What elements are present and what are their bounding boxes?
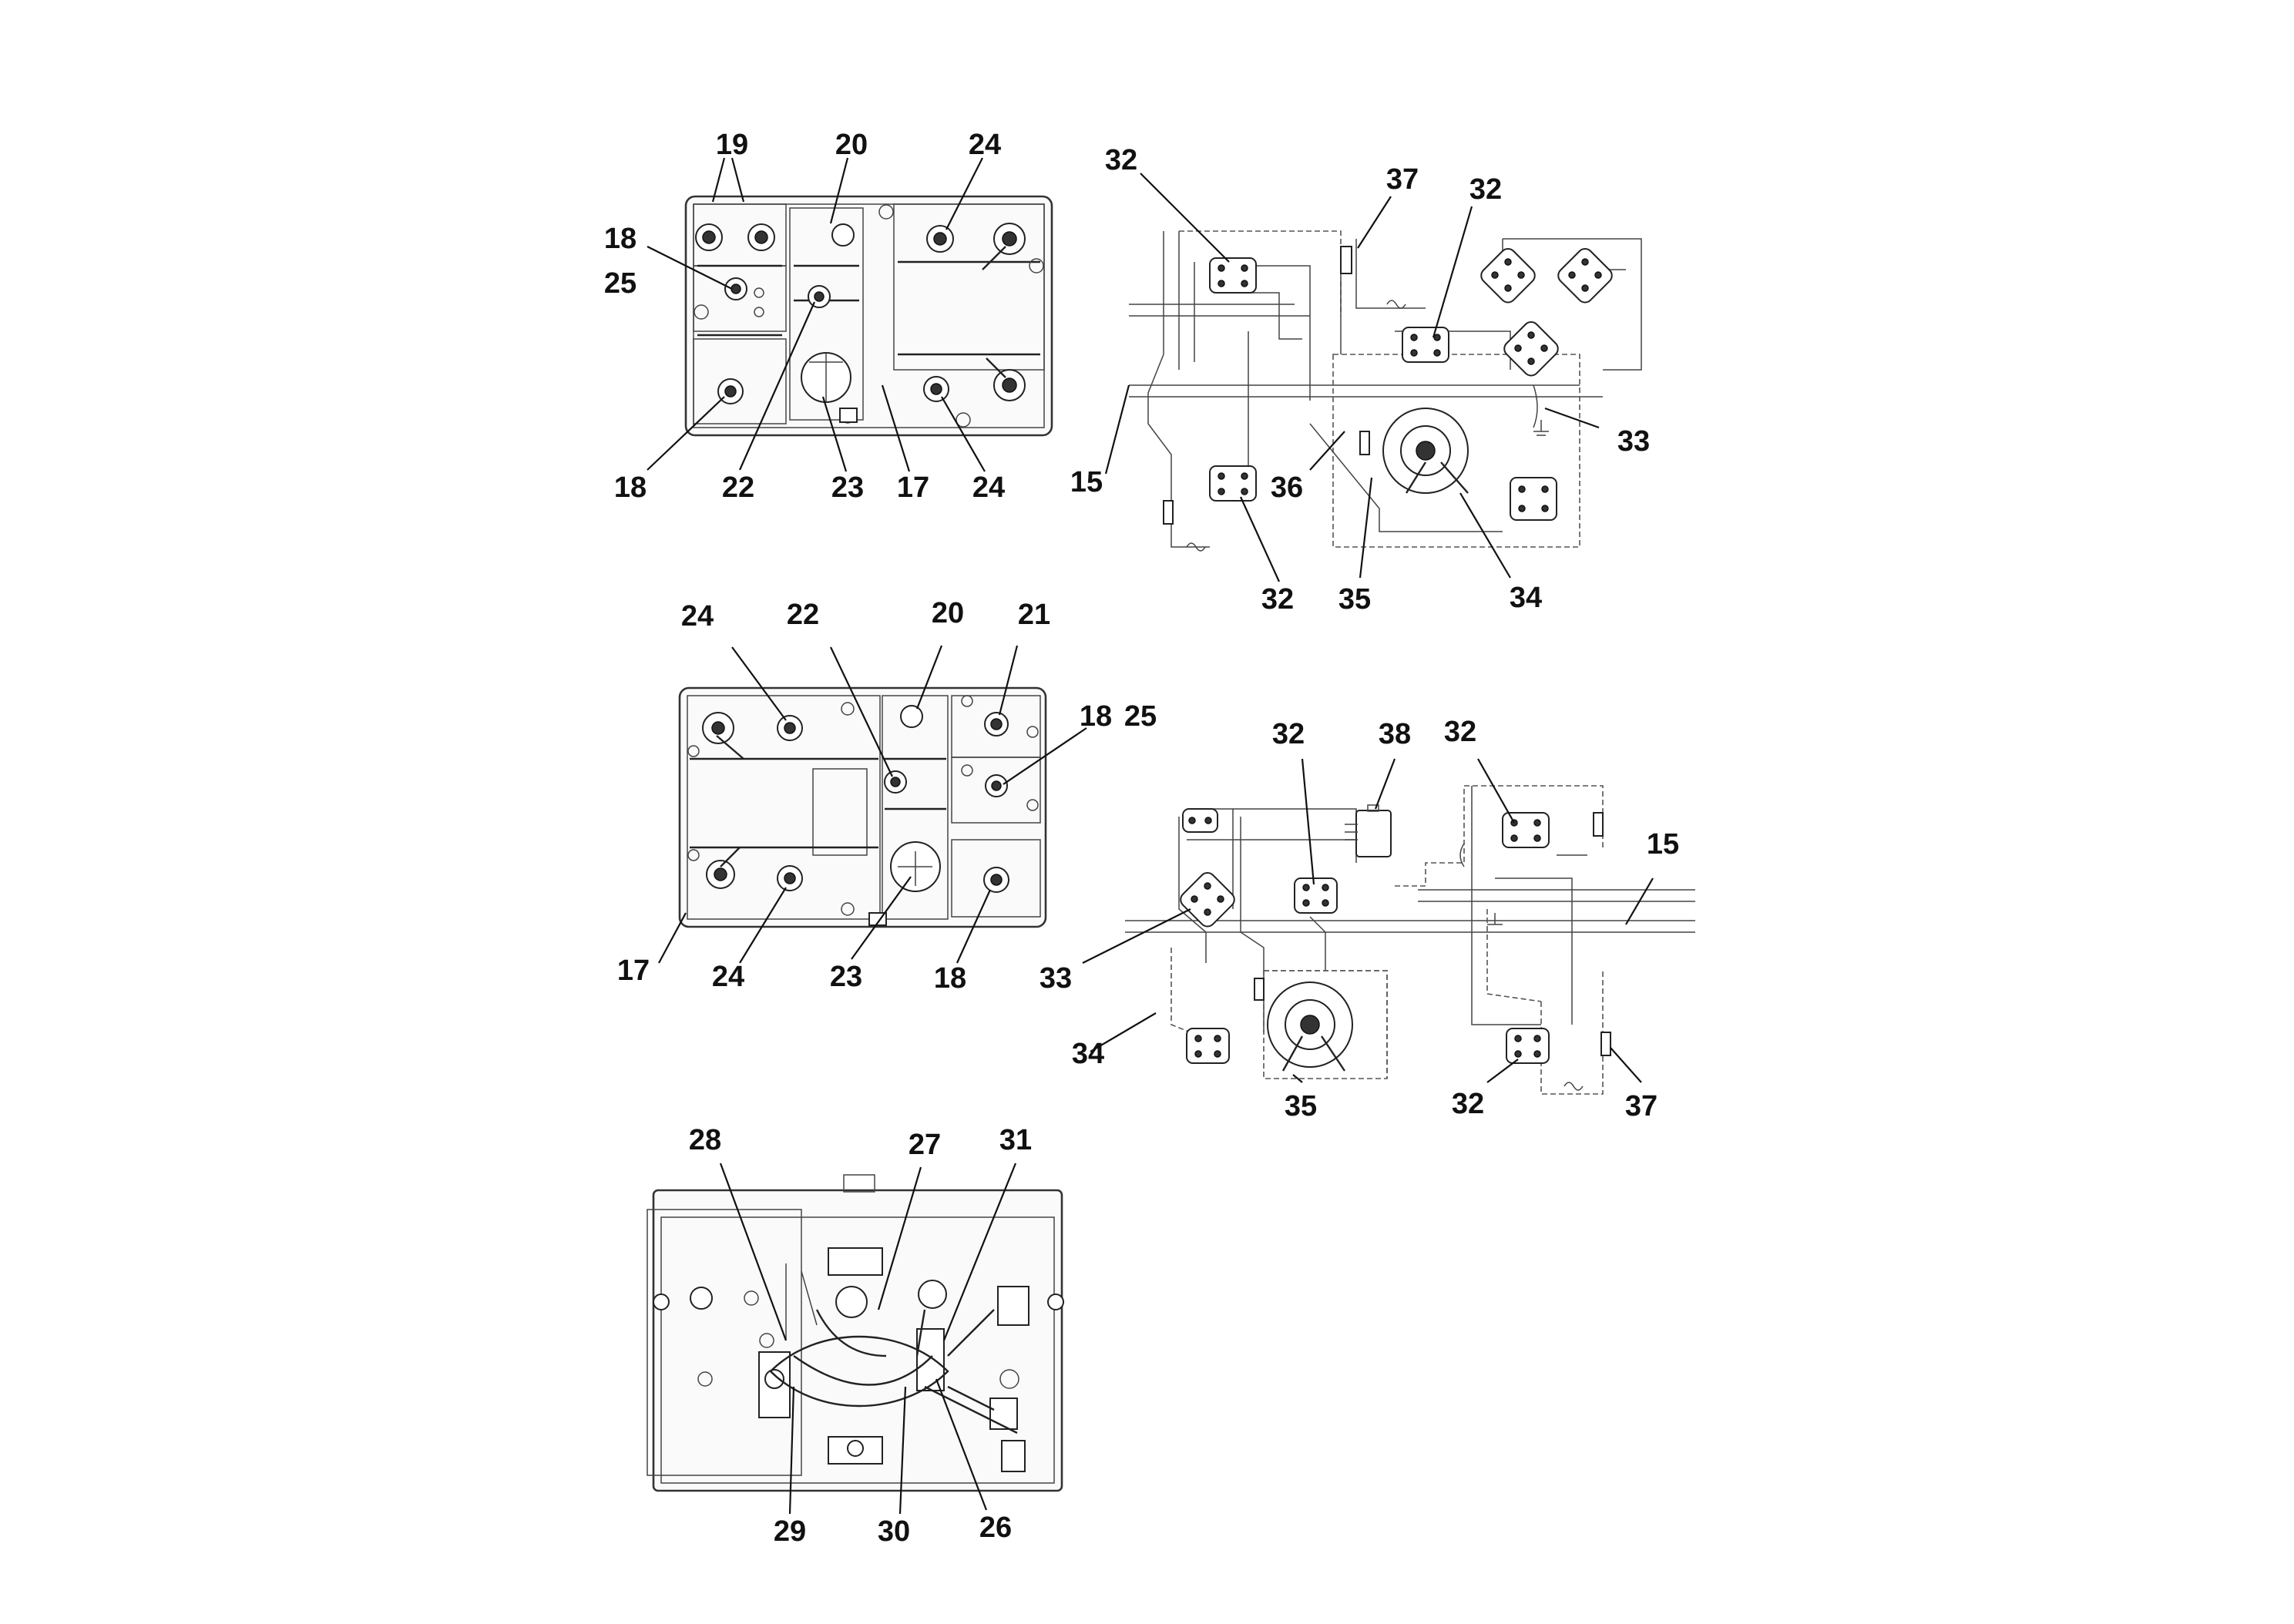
callout-label: 18	[1080, 700, 1112, 733]
callout-label: 24	[972, 471, 1005, 504]
callout-label: 37	[1386, 163, 1419, 196]
callout-label: 33	[1617, 425, 1650, 458]
wiring-harness-top	[1104, 173, 1642, 582]
callout-label: 35	[1285, 1090, 1317, 1122]
control-panel-mirrored-view	[658, 645, 1087, 964]
callout-labels: 19 20 24 18 25 18 22 23 17 24 32 37 32 3…	[604, 129, 1679, 1548]
callout-label: 20	[835, 129, 868, 161]
callout-label: 32	[1272, 718, 1305, 750]
callout-label: 29	[774, 1515, 806, 1548]
callout-label: 18	[934, 962, 966, 995]
callout-label: 36	[1271, 471, 1303, 504]
callout-label: 24	[681, 600, 714, 632]
callout-label: 15	[1647, 828, 1679, 861]
callout-label: 23	[831, 471, 864, 504]
callout-label: 32	[1105, 144, 1137, 176]
control-panel-rear-view	[647, 1163, 1064, 1515]
callout-label: 26	[979, 1512, 1012, 1544]
callout-label: 24	[712, 961, 744, 993]
callout-label: 37	[1625, 1090, 1658, 1122]
callout-label: 35	[1338, 583, 1371, 616]
callout-label: 28	[689, 1124, 721, 1156]
callout-label: 30	[878, 1515, 910, 1548]
callout-label: 31	[999, 1124, 1032, 1156]
callout-label: 18	[614, 471, 647, 504]
callout-label: 25	[604, 267, 636, 300]
callout-label: 19	[716, 129, 748, 161]
callout-label: 34	[1510, 582, 1542, 614]
callout-label: 25	[1124, 700, 1157, 733]
callout-label: 22	[722, 471, 754, 504]
callout-label: 27	[909, 1129, 941, 1161]
callout-label: 15	[1070, 466, 1103, 498]
callout-label: 32	[1444, 716, 1476, 748]
callout-label: 23	[830, 961, 862, 993]
callout-label: 22	[787, 599, 819, 631]
callout-label: 17	[617, 955, 650, 987]
callout-label: 34	[1072, 1038, 1104, 1070]
callout-label: 24	[969, 129, 1001, 161]
callout-label: 32	[1261, 583, 1294, 616]
callout-label: 38	[1379, 718, 1411, 750]
callout-label: 32	[1452, 1088, 1484, 1120]
callout-label: 17	[897, 471, 929, 504]
callout-label: 32	[1469, 173, 1502, 206]
wiring-harness-middle	[1082, 758, 1695, 1095]
callout-label: 20	[932, 597, 964, 629]
callout-label: 18	[604, 223, 636, 255]
callout-label: 21	[1018, 599, 1050, 631]
callout-label: 33	[1040, 962, 1072, 995]
control-panel-front-view	[647, 157, 1053, 472]
